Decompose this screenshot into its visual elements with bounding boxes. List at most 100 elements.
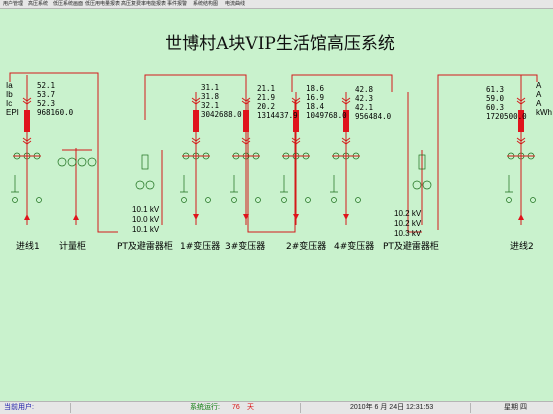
status-divider: [70, 403, 71, 413]
feeder-label-metering[interactable]: 计量柜: [59, 242, 87, 252]
unit-label-a1: A: [536, 81, 542, 90]
diagram-title: 世博村A块VIP生活馆高压系统: [165, 34, 395, 54]
voltage-unit: kV: [149, 205, 160, 214]
feeder-label-incoming1[interactable]: 进线1: [16, 242, 40, 252]
menu-item-hv-system[interactable]: 高压系统: [28, 1, 49, 7]
circuit-breaker: [243, 110, 249, 132]
status-bar: 当前用户: 系统运行: 76 天 2010年 6 月 24日 12:31:53 …: [0, 401, 553, 414]
menu-item-users[interactable]: 用户管理: [3, 1, 24, 7]
voltage-row: 10.0 kV: [132, 215, 159, 225]
isolator-chevron: [22, 97, 32, 102]
voltage-row: 10.1 kV: [132, 225, 159, 235]
reading-ic: 52.3: [37, 99, 56, 108]
circuit-breaker: [24, 110, 30, 132]
voltage-value: 10.2: [394, 209, 410, 218]
reading-incoming2: 61.3 59.0 60.3 1720500.0: [486, 85, 527, 121]
left-busbar: [144, 74, 247, 92]
reading-tx1: 31.1 31.8 32.1 3042688.0: [201, 83, 242, 119]
circuit-breaker: [518, 110, 524, 132]
menu-item-system-structure[interactable]: 系统结构图: [193, 1, 219, 7]
potential-transformer: [412, 180, 422, 190]
voltage-unit: kV: [411, 219, 422, 228]
feeder-bay-tx4: [330, 92, 361, 225]
isolator-chevron: [241, 97, 251, 102]
isolator-chevron: [191, 100, 201, 105]
indicator-lamp: [305, 197, 311, 203]
feeder-symbols: [11, 75, 536, 225]
indicator-lamp: [205, 197, 211, 203]
isolator-chevron: [22, 137, 32, 142]
indicator-lamp: [255, 197, 261, 203]
isolator-chevron: [191, 137, 201, 142]
reading-ia: 52.1: [37, 81, 56, 90]
reading-epi: 956484.0: [355, 112, 392, 121]
reading-ib: 42.3: [355, 94, 374, 103]
reading-epi: 1049768.0: [306, 111, 347, 120]
feeder-label-tx2[interactable]: 2#变压器: [286, 242, 327, 252]
pt-cabinet-right: [412, 154, 432, 190]
isolator-chevron: [341, 97, 351, 102]
indicator-lamp: [36, 197, 42, 203]
indicator-lamp: [231, 197, 237, 203]
feeder-label-pt-left[interactable]: PT及避雷器柜: [117, 242, 173, 252]
run-unit: 天: [247, 404, 254, 411]
earthing-switch: [230, 175, 238, 193]
left-unit-labels: Ia Ib Ic EPI: [6, 81, 19, 117]
voltage-row: 10.3 kV: [394, 229, 421, 239]
status-divider: [470, 403, 471, 413]
feeder-bay-incoming1: [11, 75, 42, 225]
feeder-bay-tx2: [280, 92, 311, 225]
right-unit-labels: A A A kWh: [536, 81, 552, 117]
feeder-label-tx1[interactable]: 1#变压器: [180, 242, 221, 252]
unit-label-ia: Ia: [6, 81, 13, 90]
reading-ic: 20.2: [257, 102, 276, 111]
menu-item-lv-energy[interactable]: 低压用电量报表: [85, 1, 121, 7]
incoming2-busbar: [437, 74, 538, 92]
earthing-switch: [180, 175, 188, 193]
feeder-label-tx4[interactable]: 4#变压器: [334, 242, 375, 252]
reading-ib: 53.7: [37, 90, 56, 99]
feeder-arrow: [243, 214, 249, 220]
isolator-chevron: [341, 140, 351, 145]
menu-item-lv-diagram[interactable]: 低压系统画面: [53, 1, 84, 7]
feeder-label-pt-right[interactable]: PT及避雷器柜: [383, 242, 439, 252]
menu-item-hv-meter[interactable]: 高压复费率电能报表: [121, 1, 167, 7]
feeder-arrow: [293, 214, 299, 220]
reading-epi: 968160.0: [37, 108, 74, 117]
single-line-diagram: [9, 72, 538, 233]
feeder-arrow: [343, 214, 349, 220]
isolator-chevron: [291, 140, 301, 145]
earthing-switch: [505, 175, 513, 193]
indicator-lamp: [506, 197, 512, 203]
voltage-row: 10.1 kV: [132, 205, 159, 215]
pt-cabinet-left: [135, 154, 155, 190]
metering-transformer: [77, 157, 87, 167]
isolator-chevron: [516, 97, 526, 102]
isolator-chevron: [291, 97, 301, 102]
reading-epi: 3042688.0: [201, 110, 242, 119]
isolator-chevron: [22, 140, 32, 145]
feeder-arrow: [518, 214, 524, 220]
indicator-lamp: [281, 197, 287, 203]
voltage-unit: kV: [149, 225, 160, 234]
feeder-label-incoming2[interactable]: 进线2: [510, 242, 534, 252]
menu-item-event-alarm[interactable]: 事件报警: [167, 1, 188, 7]
isolator-chevron: [241, 140, 251, 145]
isolator-chevron: [516, 140, 526, 145]
metering-cabinet: [57, 148, 97, 225]
run-days: 76: [232, 404, 240, 411]
menu-item-power-curve[interactable]: 电流曲线: [225, 1, 246, 7]
bus-voltage-left: 10.1 kV 10.0 kV 10.1 kV: [132, 205, 159, 235]
reading-tx4: 42.8 42.3 42.1 956484.0: [355, 85, 391, 121]
unit-label-ic: Ic: [6, 99, 13, 108]
reading-ia: 31.1: [201, 83, 220, 92]
unit-label-a3: A: [536, 99, 542, 108]
reading-ia: 18.6: [306, 84, 325, 93]
feeder-label-tx3[interactable]: 3#变压器: [225, 242, 266, 252]
voltage-value: 10.1: [132, 205, 148, 214]
menu-bar: 用户管理 高压系统 低压系统画面 低压用电量报表 高压复费率电能报表 事件报警 …: [0, 0, 553, 9]
voltage-value: 10.2: [394, 219, 410, 228]
bus-lines: [9, 72, 538, 233]
voltage-unit: kV: [411, 209, 422, 218]
reading-ic: 42.1: [355, 103, 374, 112]
